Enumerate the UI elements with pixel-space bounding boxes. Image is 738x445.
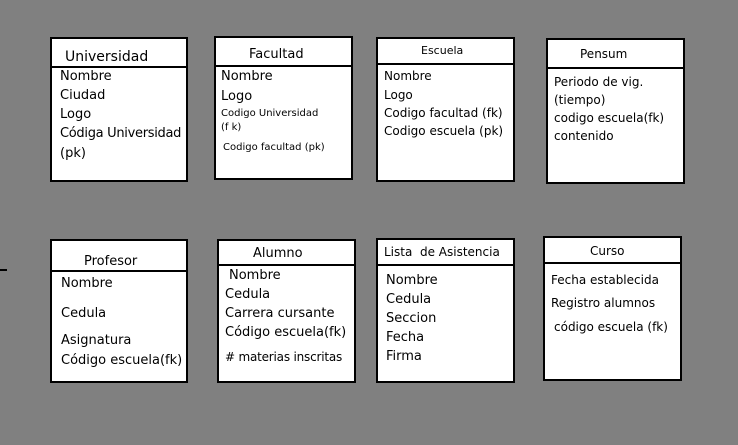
entity-attribute: Logo	[60, 107, 92, 122]
entity-header: Profesor	[52, 241, 186, 272]
entity-attribute: Código escuela(fk)	[61, 353, 183, 368]
entity-attribute: Cedula	[225, 287, 271, 302]
entity-attribute: Asignatura	[61, 333, 132, 348]
entity-attribute: Nombre	[229, 268, 281, 283]
entity-attribute: Nombre	[61, 276, 113, 291]
entity-attribute: Codigo Universidad	[221, 108, 319, 119]
entity-pensum: Pensum Periodo de vig. (tiempo) codigo e…	[546, 38, 685, 184]
entity-header: Lista de Asistencia	[378, 240, 513, 266]
entity-attribute: Seccion	[386, 311, 437, 326]
entity-universidad: Universidad Nombre Ciudad Logo Códiga Un…	[50, 37, 188, 182]
entity-lista-de-asistencia: Lista de Asistencia Nombre Cedula Seccio…	[376, 238, 515, 383]
entity-attribute: Nombre	[60, 69, 112, 84]
entity-title: Profesor	[84, 254, 138, 269]
entity-attribute: Nombre	[384, 69, 432, 83]
entity-attribute: (tiempo)	[554, 93, 606, 107]
entity-facultad: Facultad Nombre Logo Codigo Universidad …	[214, 36, 353, 180]
entity-attribute: contenido	[554, 129, 614, 143]
entity-header: Escuela	[378, 39, 513, 65]
entity-header: Universidad	[52, 39, 186, 68]
entity-attribute: Fecha establecida	[551, 273, 659, 287]
entity-profesor: Profesor Nombre Cedula Asignatura Código…	[50, 239, 188, 383]
entity-attribute: Códiga Universidad	[60, 126, 182, 141]
entity-alumno: Alumno Nombre Cedula Carrera cursante Có…	[217, 239, 356, 383]
entity-attribute: Codigo escuela (pk)	[384, 124, 504, 138]
entity-attribute: Codigo facultad (fk)	[384, 106, 503, 120]
entity-title: Facultad	[249, 47, 304, 62]
entity-curso: Curso Fecha establecida Registro alumnos…	[543, 236, 682, 381]
entity-attribute: # materias inscritas	[225, 350, 343, 364]
entity-attribute: Registro alumnos	[551, 296, 656, 310]
entity-attribute: Cedula	[61, 306, 107, 321]
entity-escuela: Escuela Nombre Logo Codigo facultad (fk)…	[376, 37, 515, 182]
entity-attribute: Cedula	[386, 292, 432, 307]
entity-header: Facultad	[216, 38, 351, 67]
entity-header: Curso	[545, 238, 680, 264]
entity-title: Curso	[590, 244, 625, 258]
entity-attribute: Carrera cursante	[225, 306, 335, 321]
entity-attribute: codigo escuela(fk)	[554, 111, 665, 125]
entity-attribute: (f k)	[221, 122, 242, 133]
entity-attribute: Nombre	[386, 273, 438, 288]
entity-attribute: Logo	[221, 89, 253, 104]
entity-header: Pensum	[548, 40, 683, 69]
entity-attribute: Periodo de vig.	[554, 75, 644, 89]
entity-attribute: Fecha	[386, 330, 425, 345]
entity-title: Universidad	[65, 49, 149, 65]
entity-attribute: Código escuela(fk)	[225, 325, 347, 340]
entity-attribute: Ciudad	[60, 88, 106, 103]
entity-attribute: Codigo facultad (pk)	[223, 142, 325, 153]
entity-attribute: Firma	[386, 349, 422, 364]
entity-title: Lista de Asistencia	[384, 245, 500, 259]
entity-title: Alumno	[253, 246, 303, 261]
entity-attribute: Nombre	[221, 69, 273, 84]
edge-tick-mark	[0, 269, 7, 271]
entity-header: Alumno	[219, 241, 354, 266]
entity-attribute: (pk)	[60, 146, 86, 161]
entity-title: Pensum	[580, 47, 628, 61]
entity-attribute: código escuela (fk)	[554, 320, 668, 334]
entity-attribute: Logo	[384, 88, 413, 102]
entity-title: Escuela	[421, 44, 464, 57]
